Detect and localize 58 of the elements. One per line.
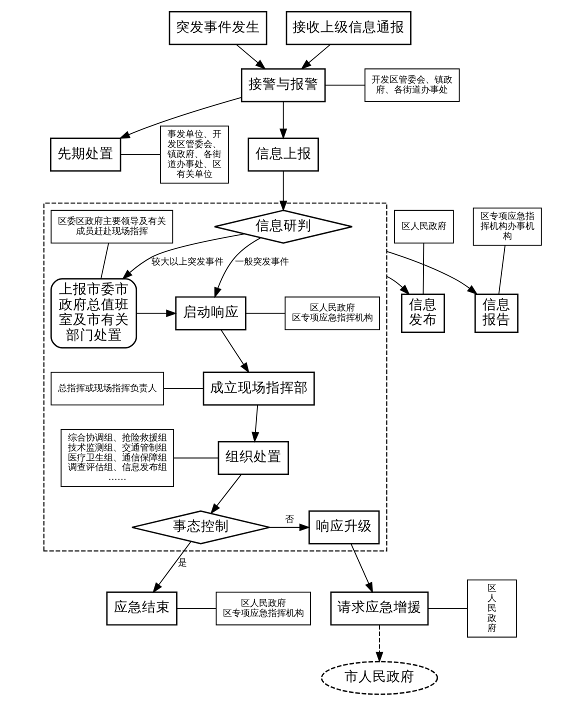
connector: [176, 608, 217, 609]
node-diamond: 事态控制: [131, 510, 270, 544]
node-box: 信息上报: [248, 138, 319, 172]
arrow: [280, 101, 288, 140]
node-box: 信息发布: [401, 294, 445, 334]
cluster: [43, 202, 388, 552]
node-box: 区人民政府 区专项应急指挥机构: [216, 592, 311, 626]
connector: [120, 154, 161, 156]
arrow: [118, 97, 242, 139]
node-box: 先期处置: [50, 138, 122, 172]
connector: [324, 84, 366, 86]
arrow: [210, 474, 242, 514]
arrow: [152, 541, 192, 594]
node-box: 区人民政府 区专项应急指挥机构: [284, 296, 380, 330]
node-ellipse: 市人民政府: [320, 660, 438, 695]
arrow: [122, 233, 246, 280]
connector: [100, 242, 110, 280]
arrow: [214, 237, 262, 298]
node-box: 接警与报警: [240, 68, 326, 102]
node-box: 接收上级信息通报: [286, 11, 412, 46]
arrow: [386, 276, 410, 296]
node-box: 区人民政府: [467, 580, 517, 638]
node-box: 上报市委市政府总值班室及市有关部门处置: [50, 278, 138, 348]
arrow: [350, 544, 374, 594]
node-box: 区委区政府主要领导及有关成员赶赴现场指挥: [50, 210, 174, 244]
connector: [498, 245, 506, 295]
node-box: 综合协调组、抢险救援组 技术监测组、交通管制组 医疗卫生组、通信保障组 调查评估组、信息发布组 ……: [60, 428, 174, 487]
node-box: 区人民政府: [394, 210, 454, 244]
arrow: [386, 251, 478, 295]
edge-label: 是: [178, 558, 188, 568]
arrow: [252, 404, 260, 443]
arrow: [269, 524, 310, 532]
connector: [422, 242, 424, 294]
arrow: [280, 170, 288, 212]
node-box: 区专项应急指挥机构办事机构: [472, 208, 542, 246]
connector: [163, 388, 204, 390]
node-box: 信息报告: [474, 294, 518, 334]
connector: [245, 312, 286, 314]
arrow: [376, 624, 384, 663]
node-box: 响应升级: [308, 510, 380, 544]
arrow: [136, 310, 178, 318]
connector: [428, 608, 468, 609]
node-box: 应急结束: [106, 592, 178, 626]
arrow: [236, 44, 266, 70]
edge-label: 否: [284, 514, 294, 525]
edge-label: 一般突发事件: [235, 257, 290, 268]
arrow: [300, 44, 331, 70]
arrow: [220, 329, 250, 374]
node-diamond: 信息研判: [214, 210, 353, 244]
node-box: 总指挥或现场指挥负责人: [50, 372, 164, 406]
node-box: 请求应急增援: [330, 592, 429, 626]
node-box: 事发单位、开发区管委会、镇政府、各街道办事处、区有关单位: [160, 126, 229, 184]
node-box: 组织处置: [218, 440, 289, 475]
node-box: 启动响应: [175, 296, 246, 330]
node-box: 成立现场指挥部: [202, 372, 315, 406]
node-box: 开发区管委会、镇政府、各街道办事处: [364, 68, 460, 102]
edge-label: 较大以上突发事件: [152, 257, 224, 268]
node-box: 突发事件发生: [168, 11, 268, 46]
